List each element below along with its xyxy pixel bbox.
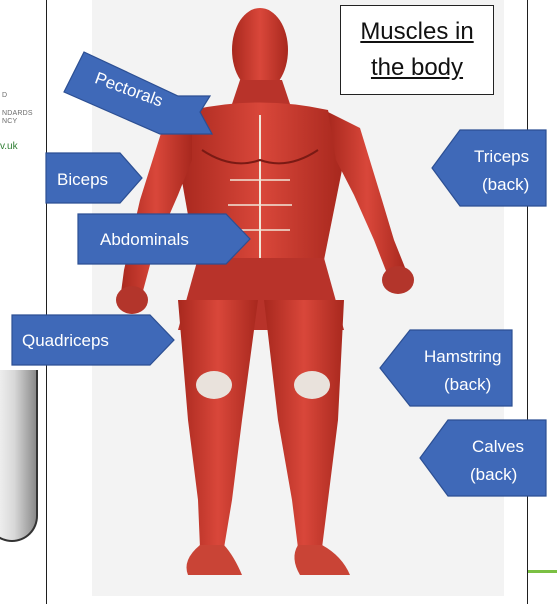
callout-biceps: Biceps [46,153,142,203]
calves-label-line-2: (back) [470,465,517,484]
callout-quadriceps: Quadriceps [12,315,174,365]
triceps-label-line-2: (back) [482,175,529,194]
callout-calves: Calves (back) [420,420,546,496]
calves-label-line-1: Calves [472,437,524,456]
callout-triceps: Triceps (back) [432,130,546,206]
triceps-label-line-1: Triceps [474,147,529,166]
callout-hamstring: Hamstring (back) [380,330,512,406]
callout-abdominals: Abdominals [78,214,250,264]
abdominals-label: Abdominals [100,230,189,249]
hamstring-label-line-1: Hamstring [424,347,501,366]
biceps-label: Biceps [57,170,108,189]
callout-pectorals: Pectorals [64,52,212,134]
hamstring-label-line-2: (back) [444,375,491,394]
quadriceps-label: Quadriceps [22,331,109,350]
